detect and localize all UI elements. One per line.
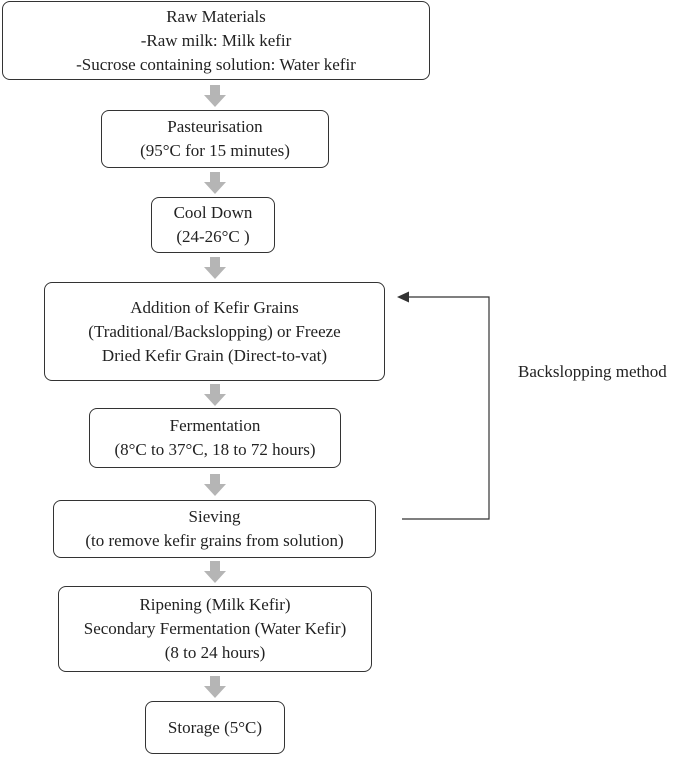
ripening-box: Ripening (Milk Kefir) Secondary Fermenta…: [58, 586, 372, 672]
pasteurisation-box: Pasteurisation (95°C for 15 minutes): [101, 110, 329, 168]
fermentation-box: Fermentation (8°C to 37°C, 18 to 72 hour…: [89, 408, 341, 468]
sieving-detail: (to remove kefir grains from solution): [85, 531, 344, 550]
backslopping-method-label: Backslopping method: [518, 362, 667, 381]
cool-down-detail: (24-26°C ): [176, 227, 250, 246]
flow-arrow-2: [204, 172, 226, 194]
flow-arrow-4: [204, 384, 226, 406]
ripening-milk-kefir: Ripening (Milk Kefir): [139, 595, 291, 614]
fermentation-title: Fermentation: [169, 416, 261, 435]
pasteurisation-title: Pasteurisation: [167, 117, 263, 136]
cool-down-box: Cool Down (24-26°C ): [151, 197, 275, 253]
storage-box: Storage (5°C): [145, 701, 285, 754]
raw-materials-sucrose: -Sucrose containing solution: Water kefi…: [76, 54, 356, 74]
flow-arrow-3: [204, 257, 226, 279]
addition-direct-to-vat: Dried Kefir Grain (Direct-to-vat): [101, 345, 328, 365]
raw-materials-box: Raw Materials -Raw milk: Milk kefir -Suc…: [2, 1, 430, 80]
raw-materials-title: Raw Materials: [166, 6, 266, 26]
addition-title: Addition of Kefir Grains: [130, 297, 299, 317]
pasteurisation-detail: (95°C for 15 minutes): [140, 141, 290, 160]
flow-arrow-1: [204, 85, 226, 107]
flow-arrow-5: [204, 474, 226, 496]
addition-traditional: (Traditional/Backslopping) or Freeze: [88, 321, 341, 341]
addition-kefir-grains-box: Addition of Kefir Grains (Traditional/Ba…: [44, 282, 385, 381]
backslopping-arrowhead: [397, 291, 409, 303]
backslopping-loop-line: [402, 296, 490, 520]
flow-arrow-6: [204, 561, 226, 583]
flow-arrow-7: [204, 676, 226, 698]
raw-materials-milk: -Raw milk: Milk kefir: [140, 30, 292, 50]
cool-down-title: Cool Down: [173, 203, 253, 222]
sieving-title: Sieving: [188, 507, 241, 526]
fermentation-detail: (8°C to 37°C, 18 to 72 hours): [114, 440, 316, 459]
storage-title: Storage (5°C): [167, 717, 263, 737]
ripening-duration: (8 to 24 hours): [164, 643, 266, 662]
ripening-water-kefir: Secondary Fermentation (Water Kefir): [83, 619, 347, 638]
sieving-box: Sieving (to remove kefir grains from sol…: [53, 500, 376, 558]
